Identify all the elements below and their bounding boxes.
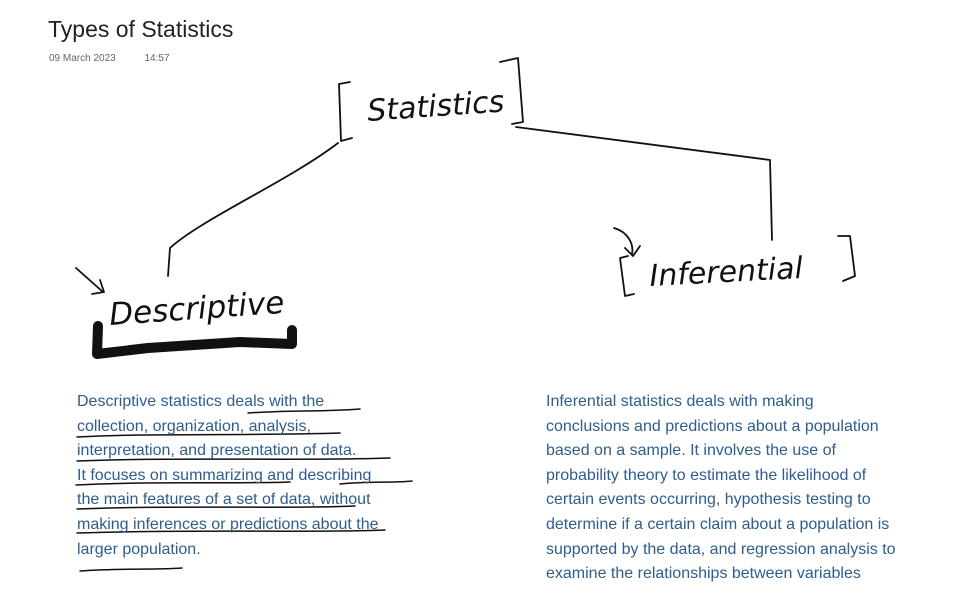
page-time: 14:57 [144, 53, 170, 64]
descriptive-arrow [75, 267, 105, 295]
underline-stroke [79, 567, 183, 572]
inferential-arrow [613, 227, 641, 257]
connector-to-descriptive [167, 142, 339, 277]
inferential-note-line: Inferential statistics deals with making [546, 393, 814, 410]
underline-stroke [76, 529, 386, 534]
inferential-note-line: probability theory to estimate the likel… [546, 466, 867, 484]
underline-stroke [76, 432, 341, 438]
statistics-left-bracket [338, 81, 353, 142]
inferential-note: Inferential statistics deals with making… [546, 390, 941, 587]
inferential-right-bracket [837, 235, 856, 282]
page-title: Types of Statistics [48, 16, 234, 42]
descriptive-note-line: larger population. [77, 540, 201, 558]
statistics-label: Statistics [366, 84, 505, 128]
descriptive-label: Descriptive [108, 285, 285, 333]
underline-stroke [76, 505, 356, 510]
page-date: 09 March 2023 [49, 53, 116, 64]
underline-stroke [247, 408, 361, 414]
descriptive-note: Descriptive statistics deals with the co… [77, 390, 437, 562]
underline-stroke [339, 480, 413, 485]
inferential-note-line: based on a sample. It involves the use o… [546, 442, 836, 460]
underline-stroke [76, 457, 391, 462]
page-meta: 09 March 2023 14:57 [49, 53, 170, 64]
descriptive-underline-marker [92, 321, 297, 359]
connector-to-inferential [515, 126, 773, 241]
inferential-note-line: conclusions and predictions about a popu… [546, 417, 879, 435]
statistics-right-bracket [499, 57, 524, 125]
descriptive-note-line: making inferences or predictions about t… [77, 515, 379, 533]
inferential-note-line: certain events occurring, hypothesis tes… [546, 491, 871, 509]
descriptive-note-line: interpretation, and presentation of data… [77, 442, 357, 460]
descriptive-text-underlines [75, 408, 413, 572]
descriptive-note-line: It focuses on summarizing and describing [77, 466, 372, 484]
inferential-label: Inferential [649, 251, 805, 294]
inferential-note-line: examine the relationships between variab… [546, 565, 861, 583]
descriptive-note-line: Descriptive statistics deals with the [77, 393, 325, 410]
inferential-note-line: determine if a certain claim about a pop… [546, 515, 890, 533]
descriptive-note-line: collection, organization, analysis, [77, 417, 311, 435]
inferential-left-bracket [619, 255, 635, 297]
descriptive-note-line: the main features of a set of data, with… [77, 491, 371, 509]
inferential-note-line: supported by the data, and regression an… [546, 540, 896, 558]
underline-stroke [75, 481, 291, 486]
